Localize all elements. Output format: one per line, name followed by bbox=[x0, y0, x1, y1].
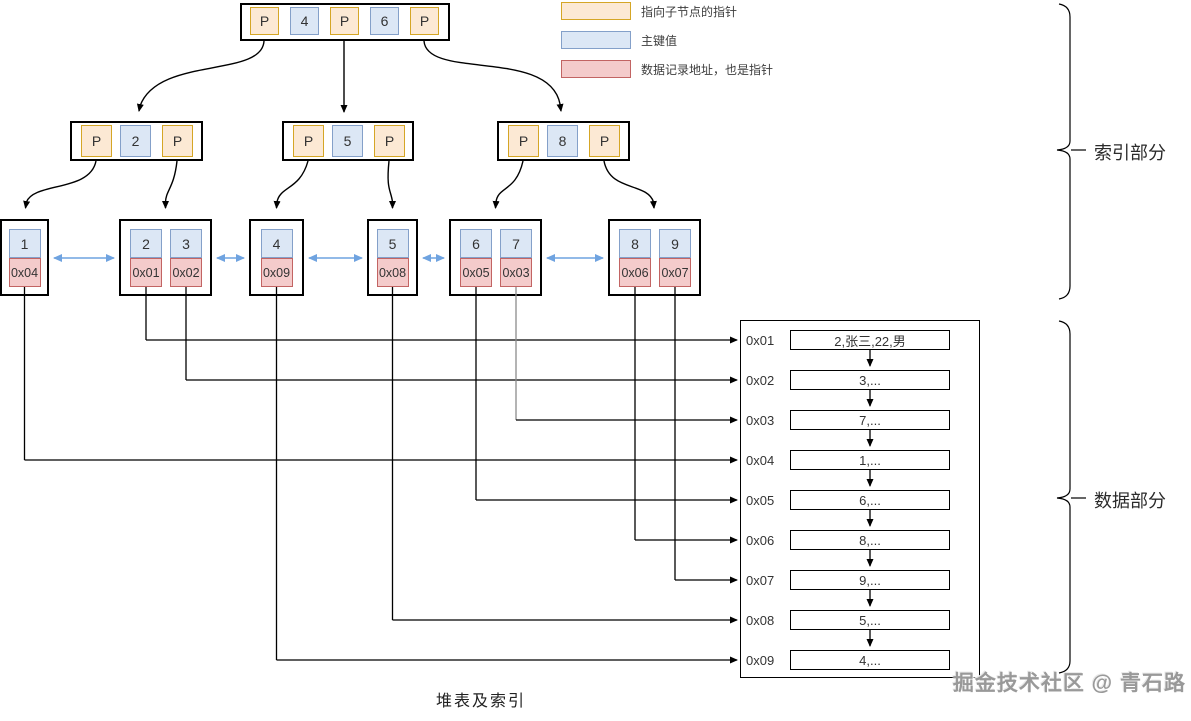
leaf-addr-cell: 0x02 bbox=[170, 258, 202, 287]
record-box: 7,... bbox=[790, 410, 950, 430]
key-cell: 2 bbox=[120, 125, 151, 157]
diagram-caption: 堆表及索引 bbox=[436, 693, 527, 710]
record-address-label: 0x07 bbox=[746, 572, 775, 588]
record-box: 6,... bbox=[790, 490, 950, 510]
legend-swatch-primary-key bbox=[561, 31, 631, 49]
tree-pointer-curve bbox=[492, 160, 524, 209]
pointer-cell: P bbox=[250, 7, 279, 35]
leaf-key-cell: 5 bbox=[376, 229, 409, 258]
leaf-key-cell: 6 bbox=[460, 229, 492, 258]
legend-label-record-address: 数据记录地址，也是指针 bbox=[641, 62, 774, 77]
key-cell: 8 bbox=[547, 125, 578, 157]
leaf-key-cell: 4 bbox=[260, 229, 293, 258]
tree-pointer-curve bbox=[162, 160, 178, 209]
record-box: 9,... bbox=[790, 570, 950, 590]
legend-label-primary-key: 主键值 bbox=[641, 33, 678, 48]
record-address-label: 0x02 bbox=[746, 372, 775, 388]
record-box: 4,... bbox=[790, 650, 950, 670]
record-address-label: 0x03 bbox=[746, 412, 775, 428]
record-box: 1,... bbox=[790, 450, 950, 470]
record-box: 5,... bbox=[790, 610, 950, 630]
leaf-key-cell: 2 bbox=[130, 229, 162, 258]
pointer-cell: P bbox=[589, 125, 620, 157]
pointer-cell: P bbox=[81, 125, 112, 157]
pointer-cell: P bbox=[330, 7, 359, 35]
data-section-label: 数据部分 bbox=[1094, 491, 1166, 511]
pointer-cell: P bbox=[410, 7, 439, 35]
record-address-label: 0x06 bbox=[746, 532, 775, 548]
leaf-key-cell: 1 bbox=[8, 229, 41, 258]
record-address-label: 0x05 bbox=[746, 492, 775, 508]
data-section-brace bbox=[1056, 320, 1071, 674]
leaf-addr-cell: 0x07 bbox=[659, 258, 691, 287]
tree-pointer-curve bbox=[23, 160, 97, 209]
key-cell: 4 bbox=[290, 7, 319, 35]
pointer-cell: P bbox=[162, 125, 193, 157]
tree-pointer-curve bbox=[423, 40, 564, 112]
key-cell: 6 bbox=[370, 7, 399, 35]
leaf-addr-cell: 0x06 bbox=[619, 258, 651, 287]
leaf-addr-cell: 0x04 bbox=[8, 258, 41, 287]
leaf-key-cell: 3 bbox=[170, 229, 202, 258]
record-address-label: 0x08 bbox=[746, 612, 775, 628]
record-box: 8,... bbox=[790, 530, 950, 550]
pointer-cell: P bbox=[293, 125, 324, 157]
record-box: 3,... bbox=[790, 370, 950, 390]
tree-pointer-curve bbox=[136, 40, 265, 112]
index-section-label: 索引部分 bbox=[1094, 143, 1166, 163]
index-section-brace bbox=[1056, 3, 1071, 300]
pointer-cell: P bbox=[374, 125, 405, 157]
leaf-addr-cell: 0x08 bbox=[376, 258, 409, 287]
record-address-label: 0x09 bbox=[746, 652, 775, 668]
key-cell: 5 bbox=[332, 125, 363, 157]
tree-pointer-curve bbox=[273, 160, 309, 209]
leaf-addr-cell: 0x09 bbox=[260, 258, 293, 287]
tree-pointer-curve bbox=[387, 160, 396, 209]
leaf-key-cell: 9 bbox=[659, 229, 691, 258]
pointer-cell: P bbox=[508, 125, 539, 157]
leaf-key-cell: 7 bbox=[500, 229, 532, 258]
watermark: 掘金技术社区 @ 青石路 bbox=[952, 672, 1186, 695]
record-box: 2,张三,22,男 bbox=[790, 330, 950, 350]
legend-swatch-record-address bbox=[561, 60, 631, 78]
record-address-label: 0x04 bbox=[746, 452, 775, 468]
legend-swatch-child-pointer bbox=[561, 2, 631, 20]
leaf-addr-cell: 0x03 bbox=[500, 258, 532, 287]
tree-pointer-curve bbox=[603, 160, 657, 209]
legend-label-child-pointer: 指向子节点的指针 bbox=[641, 4, 738, 19]
leaf-key-cell: 8 bbox=[619, 229, 651, 258]
record-address-label: 0x01 bbox=[746, 332, 775, 348]
leaf-addr-cell: 0x01 bbox=[130, 258, 162, 287]
leaf-addr-cell: 0x05 bbox=[460, 258, 492, 287]
